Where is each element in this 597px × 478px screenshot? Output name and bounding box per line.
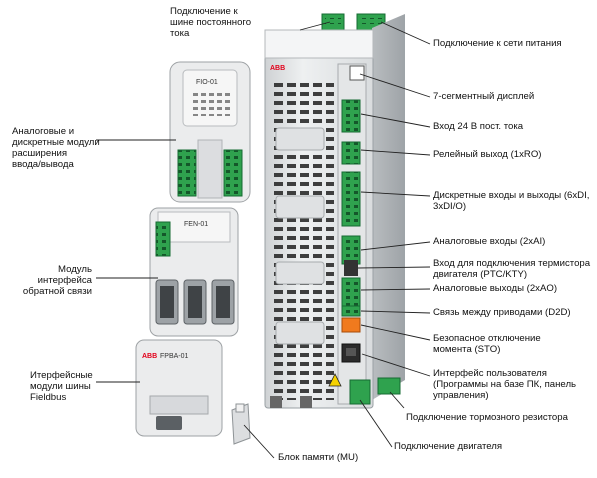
feedback-module-name: FEN-01	[184, 221, 208, 228]
label-dc-bus-line-2: шине постоянного	[170, 17, 252, 28]
d2d-terminal	[341, 305, 361, 317]
label-sto-line-1: Безопасное отключение	[433, 333, 541, 344]
label-thermistor: Вход для подключения термистора двигател…	[433, 258, 597, 280]
label-ui-line-2: (Программы на базе ПК, панель	[433, 379, 577, 390]
label-seven-segment: 7-сегментный дисплей	[433, 91, 535, 102]
label-io-modules-line-3: расширения	[12, 148, 68, 159]
seven-segment-display	[349, 65, 365, 81]
label-relay: Релейный выход (1xRO)	[433, 149, 542, 160]
label-digital-io: Дискретные входы и выходы (6xDI, 3xDI/O)	[433, 190, 597, 212]
label-feedback-line-1: Модуль	[57, 264, 92, 275]
motor-connector	[349, 379, 371, 405]
label-digital-io-line-1: Дискретные входы и выходы (6xDI,	[433, 190, 590, 201]
label-brake: Подключение тормозного резистора	[406, 412, 568, 423]
label-d2d: Связь между приводами (D2D)	[433, 307, 571, 318]
fieldbus-brand-logo: ABB	[142, 353, 157, 360]
relay-terminal	[341, 141, 361, 165]
label-power: Подключение к сети питания	[433, 38, 562, 49]
label-sto: Безопасное отключение момента (STO)	[433, 333, 597, 355]
drive-side-plate	[372, 14, 405, 400]
input-24v-terminal	[341, 99, 361, 133]
label-analog-out: Аналоговые выходы (2xAO)	[433, 283, 558, 294]
label-ui-line-1: Интерфейс пользователя	[433, 368, 547, 379]
label-analog-in: Аналоговые входы (2xAI)	[433, 236, 546, 247]
label-fieldbus: Итерфейсные модули шины Fieldbus	[30, 370, 100, 403]
label-sto-line-2: момента (STO)	[433, 344, 501, 355]
label-thermistor-line-1: Вход для подключения термистора	[433, 258, 591, 269]
label-feedback-line-2: интерфейса	[37, 275, 92, 286]
label-ui-line-3: управления)	[433, 390, 489, 401]
label-io-modules-line-2: дискретные модули	[12, 137, 100, 148]
digital-io-terminal	[341, 171, 361, 227]
label-feedback-line-3: обратной связи	[22, 286, 92, 297]
label-motor: Подключение двигателя	[394, 441, 503, 452]
fieldbus-module: ABB FPBA-01	[135, 339, 223, 437]
label-thermistor-line-2: двигателя (PTC/KTY)	[433, 269, 528, 280]
label-io-modules: Аналоговые и дискретные модули расширени…	[12, 126, 102, 170]
label-dc-bus-line-1: Подключение к	[170, 6, 238, 17]
label-dc-bus: Подключение к шине постоянного тока	[170, 6, 290, 39]
fieldbus-module-name: FPBA-01	[160, 353, 189, 360]
memory-unit	[231, 403, 251, 445]
drive-brand-logo: ABB	[270, 65, 285, 72]
sto-terminal	[341, 317, 361, 333]
drive-unit: ABB	[264, 13, 405, 409]
brake-connector	[377, 377, 401, 395]
label-ui: Интерфейс пользователя (Программы на баз…	[433, 368, 597, 401]
feedback-module: FEN-01	[149, 207, 239, 337]
leader-lines	[96, 21, 431, 459]
label-fieldbus-line-1: Итерфейсные	[30, 370, 93, 381]
label-feedback: Модуль интерфейса обратной связи	[8, 264, 92, 297]
label-io-modules-line-1: Аналоговые и	[12, 126, 75, 137]
label-fieldbus-line-2: модули шины	[30, 381, 91, 392]
analog-out-terminal	[341, 277, 361, 307]
io-module: FIO-01	[169, 61, 251, 203]
label-memory: Блок памяти (MU)	[278, 452, 359, 463]
label-dc-bus-line-3: тока	[170, 28, 190, 39]
label-io-modules-line-4: ввода/вывода	[12, 159, 74, 170]
io-module-name: FIO-01	[196, 79, 218, 86]
label-digital-io-line-2: 3xDI/O)	[433, 201, 467, 212]
label-fieldbus-line-3: Fieldbus	[30, 392, 67, 403]
label-input-24v: Вход 24 В пост. тока	[433, 121, 524, 132]
thermistor-terminal	[344, 260, 358, 276]
warning-label	[328, 373, 342, 387]
analog-in-terminal	[341, 235, 361, 265]
